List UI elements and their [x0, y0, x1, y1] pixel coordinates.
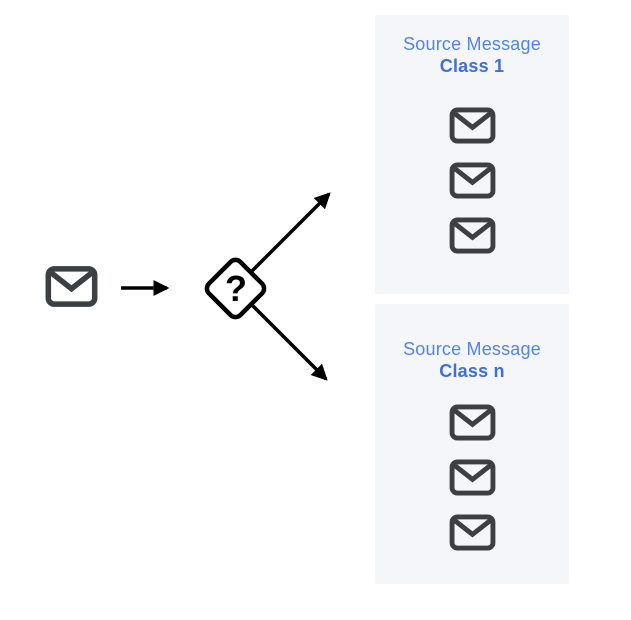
panel-1-title: Source Message [403, 34, 541, 54]
email-icon [449, 107, 496, 144]
class-panel-n: Source Message Class n [375, 304, 569, 584]
email-icon [449, 162, 496, 199]
panel-n-message-stack [449, 404, 496, 551]
panel-1-message-stack [449, 107, 496, 254]
panel-n-class-label: Class n [439, 361, 505, 381]
email-icon [449, 404, 496, 441]
email-icon [449, 459, 496, 496]
panel-n-title: Source Message [403, 339, 541, 359]
email-icon [449, 514, 496, 551]
decision-question-mark: ? [225, 268, 247, 309]
class-panel-1: Source Message Class 1 [375, 15, 569, 294]
panel-1-class-label: Class 1 [439, 56, 505, 76]
decision-diamond [204, 257, 267, 320]
email-icon [449, 217, 496, 254]
input-email-icon [45, 265, 98, 308]
